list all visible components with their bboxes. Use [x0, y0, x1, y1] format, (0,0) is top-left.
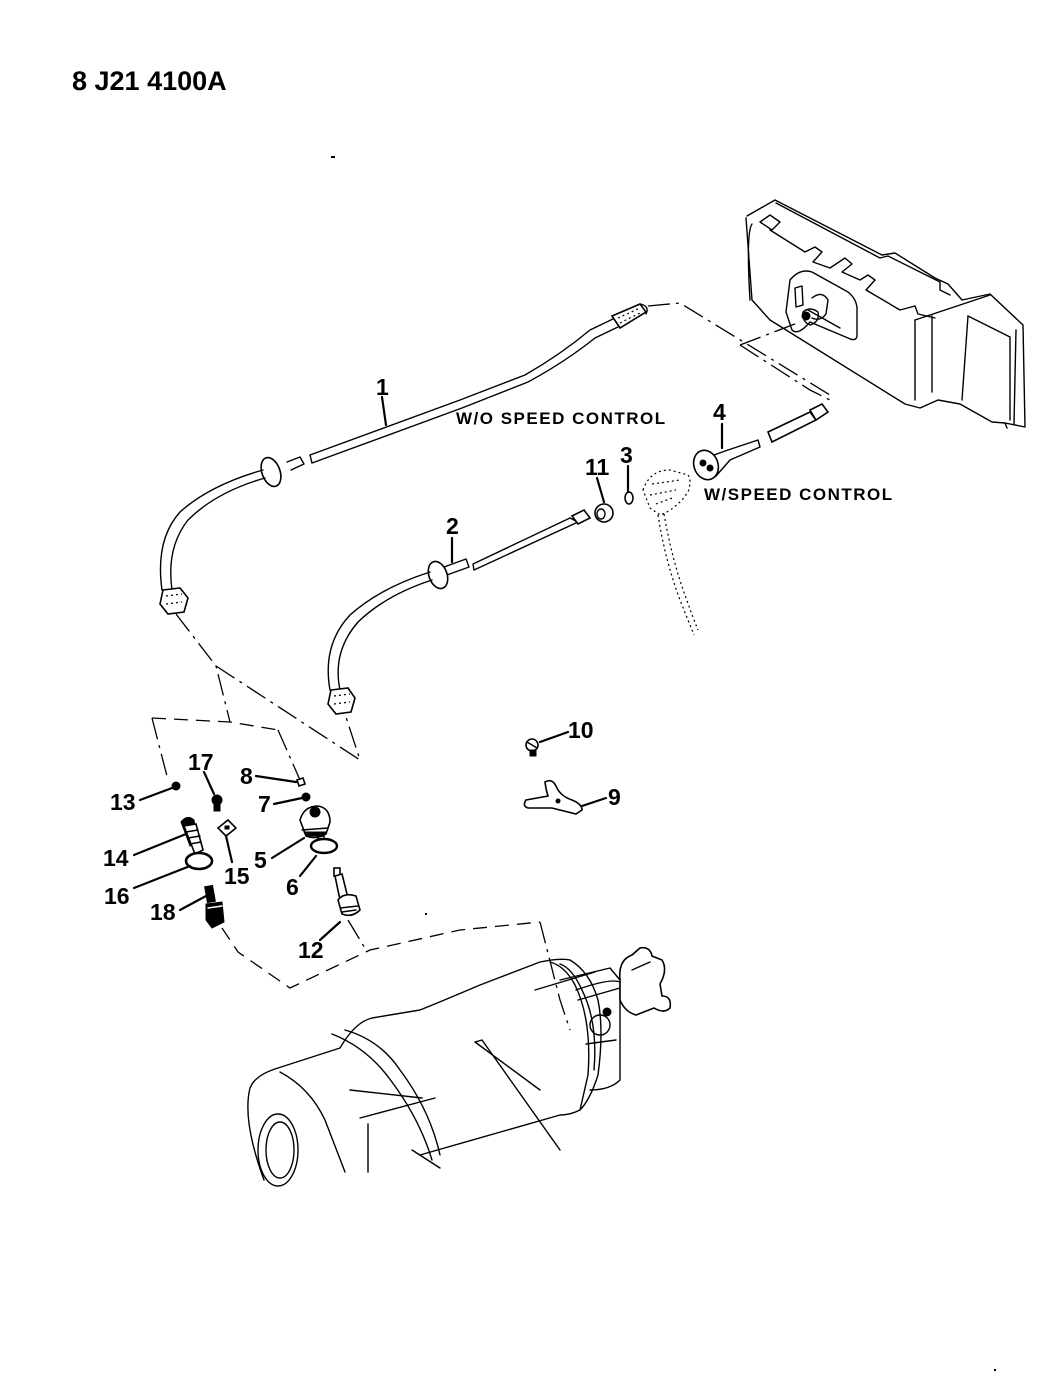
callout-9: 9 — [608, 784, 621, 810]
leader-line — [538, 730, 570, 744]
document-id: 8 J21 4100A — [72, 66, 227, 96]
callout-11: 11 — [585, 454, 610, 480]
callout-4: 4 — [713, 399, 726, 425]
callout-17: 17 — [188, 749, 214, 775]
part-17-plug — [211, 794, 223, 812]
caption-with-speed-control: W/SPEED CONTROL — [704, 485, 894, 504]
callout-14: 14 — [103, 845, 129, 871]
part-6-seal — [309, 837, 339, 855]
part-10-bolt — [525, 738, 539, 757]
connector-line — [151, 717, 279, 731]
caption-without-speed-control: W/O SPEED CONTROL — [456, 409, 667, 428]
callout-10: 10 — [568, 717, 594, 743]
callout-2: 2 — [446, 513, 459, 539]
callout-7: 7 — [258, 791, 271, 817]
part-12-drive-gear — [333, 867, 361, 917]
leader-line — [298, 854, 318, 878]
leader-line — [202, 770, 216, 796]
callout-6: 6 — [286, 874, 299, 900]
leader-line — [318, 920, 342, 942]
callout-15: 15 — [224, 863, 250, 889]
transfer-case — [247, 946, 672, 1187]
part-3-ring — [624, 491, 634, 505]
connector-line — [277, 729, 301, 781]
part-16-o-ring — [184, 851, 214, 871]
leader-line — [132, 864, 192, 890]
part-15-clip — [216, 818, 238, 838]
connector-line — [221, 921, 541, 989]
leader-line — [270, 836, 306, 860]
leader-line — [254, 774, 298, 784]
callout-5: 5 — [254, 847, 267, 873]
leader-line — [580, 796, 608, 808]
leader-line — [132, 832, 188, 857]
part-9-retainer-fork — [523, 779, 583, 815]
callout-18: 18 — [150, 899, 176, 925]
part-7-ring — [301, 792, 311, 802]
part-14-adapter — [180, 816, 204, 856]
part-4-adapter — [692, 402, 830, 481]
part-18-pinion — [204, 884, 225, 929]
callout-13: 13 — [110, 789, 136, 815]
connector-line — [151, 717, 169, 781]
speed-control-sensor — [642, 469, 699, 636]
connector-line — [347, 919, 367, 951]
leader-line — [272, 796, 304, 806]
part-8-retainer — [295, 776, 307, 788]
callout-16: 16 — [104, 883, 130, 909]
callout-3: 3 — [620, 442, 633, 468]
instrument-cluster — [745, 199, 1026, 429]
stray-mark — [994, 1369, 996, 1371]
leader-line — [178, 894, 208, 912]
connector-line — [739, 344, 831, 401]
callout-8: 8 — [240, 763, 253, 789]
callout-1: 1 — [376, 374, 389, 400]
part-13-ball — [171, 781, 181, 791]
connector-line — [647, 302, 831, 396]
connector-line — [175, 613, 231, 723]
leader-line — [595, 476, 606, 504]
stray-mark — [425, 913, 427, 915]
part-5-housing — [299, 805, 331, 847]
connector-line — [539, 921, 571, 1031]
stray-mark — [331, 156, 335, 158]
speedometer-cable-1 — [159, 303, 648, 615]
connector-line — [739, 321, 801, 346]
callout-12: 12 — [298, 937, 324, 963]
leader-line — [224, 834, 234, 864]
leader-line — [138, 786, 174, 802]
part-11-bushing — [594, 503, 614, 523]
speedometer-cable-2 — [327, 508, 592, 715]
connector-line — [215, 665, 362, 762]
leader-line — [380, 395, 388, 427]
